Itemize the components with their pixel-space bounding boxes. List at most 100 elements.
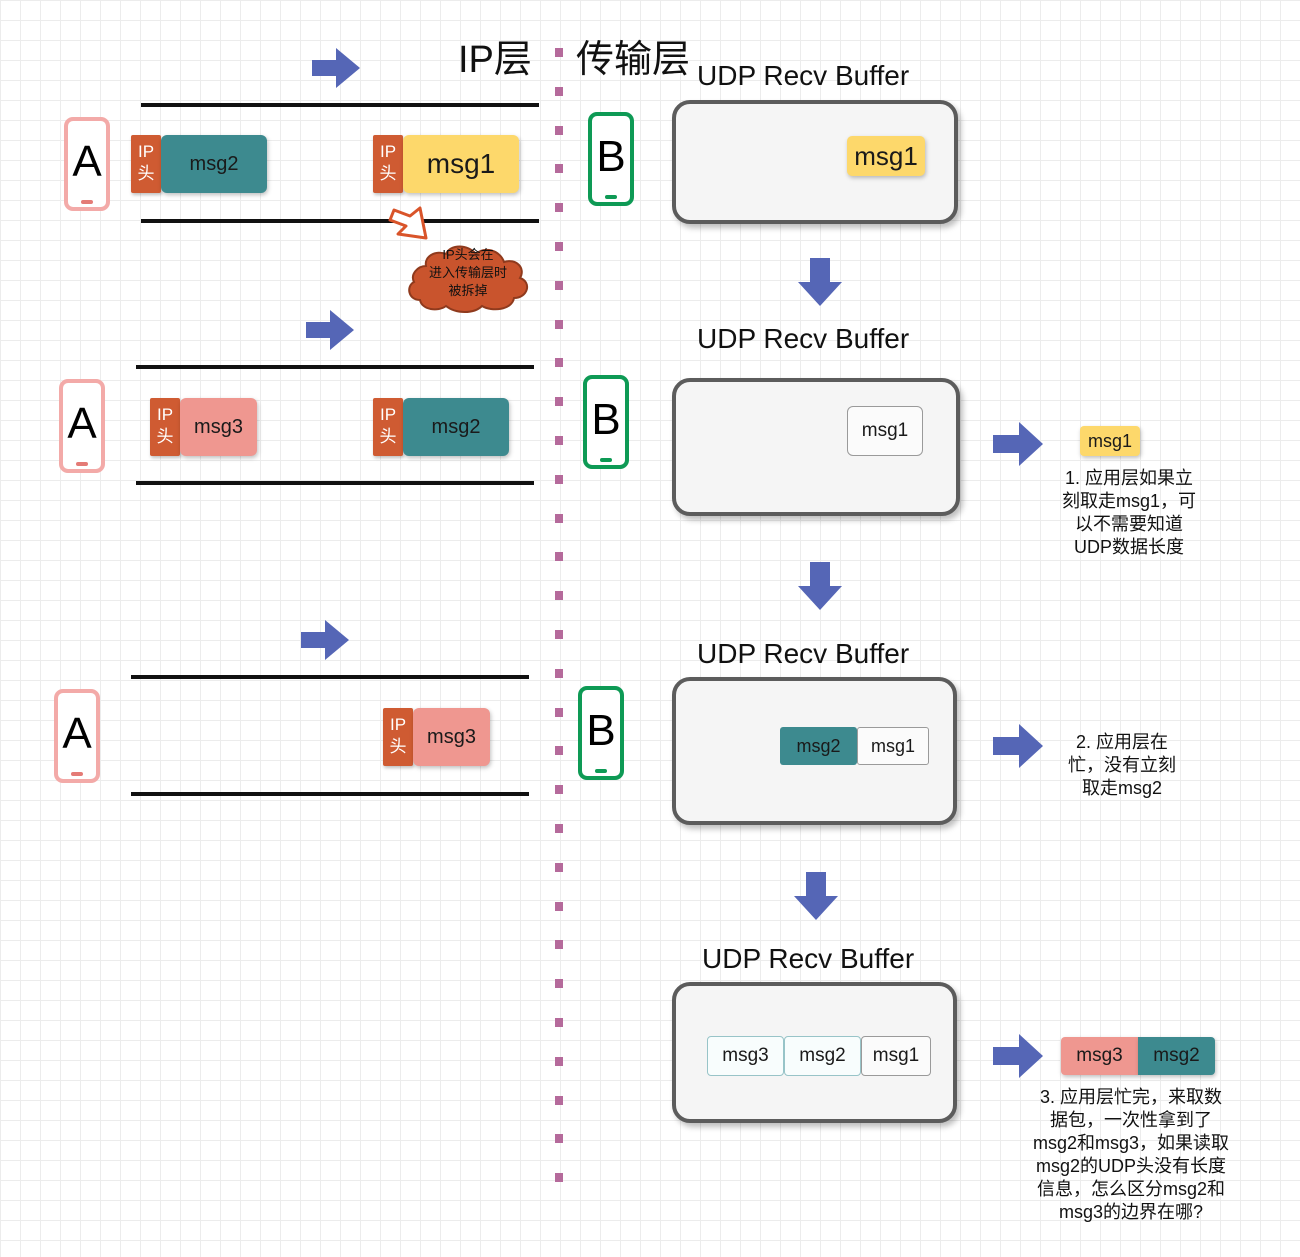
divider-dot — [555, 48, 563, 57]
packet-label: msg2 — [189, 152, 239, 175]
arrow-icon — [312, 48, 360, 88]
packet-label: msg3 — [427, 725, 476, 748]
divider-dot — [555, 203, 563, 212]
divider-dot — [555, 126, 563, 135]
host-b-label: B — [591, 395, 621, 444]
packet-msg3: msg3 — [413, 708, 490, 766]
divider-dot — [555, 514, 563, 523]
packet-msg1: msg1 — [403, 135, 519, 193]
divider-dot — [555, 902, 563, 911]
link-line-top — [141, 103, 539, 107]
arrow-down-icon — [798, 562, 842, 610]
arrow-icon — [993, 1034, 1043, 1078]
host-a-label: A — [72, 137, 102, 186]
divider-dot — [555, 1018, 563, 1027]
packet-label: msg3 — [1076, 1045, 1123, 1066]
divider-dot — [555, 630, 563, 639]
link-line-bottom — [131, 792, 529, 796]
ip-header: IP 头 — [373, 135, 403, 193]
host-a-phone: A — [59, 379, 105, 473]
link-line-bottom — [141, 219, 539, 223]
buffer-msg2: msg2 — [780, 727, 857, 765]
host-a-label: A — [62, 709, 92, 758]
divider-dot — [555, 669, 563, 678]
divider-dot — [555, 940, 563, 949]
recv-buffer-title: UDP Recv Buffer — [697, 638, 910, 669]
divider-dot — [555, 1096, 563, 1105]
ip-header: IP 头 — [131, 135, 161, 193]
divider-dot — [555, 708, 563, 717]
phone-home-button — [81, 200, 93, 204]
link-line-top — [131, 675, 529, 679]
ip-header: IP 头 — [373, 398, 403, 456]
link-line-top — [136, 365, 534, 369]
divider-dot — [555, 358, 563, 367]
ip-header: IP 头 — [150, 398, 180, 456]
packet-label: msg1 — [861, 420, 909, 441]
host-a-phone: A — [64, 117, 110, 211]
phone-home-button — [595, 769, 607, 773]
buffer-msg1: msg1 — [847, 136, 925, 176]
phone-home-button — [605, 195, 617, 199]
ip-header: IP 头 — [383, 708, 413, 766]
packet-msg2: msg2 — [403, 398, 509, 456]
cloud-note: IP头会在 进入传输层时 被拆掉 — [428, 247, 507, 298]
retrieved-msg3: msg3 — [1061, 1037, 1138, 1075]
arrow-icon — [993, 724, 1043, 768]
buffer-msg3: msg3 — [707, 1036, 784, 1076]
divider-dot — [555, 785, 563, 794]
recv-buffer-title: UDP Recv Buffer — [697, 60, 910, 91]
divider-dot — [555, 281, 563, 290]
note-2: 2. 应用层在 忙，没有立刻 取走msg2 — [1068, 732, 1176, 798]
divider-dot — [555, 436, 563, 445]
divider-dot — [555, 320, 563, 329]
recv-buffer-title: UDP Recv Buffer — [702, 943, 915, 974]
divider-dot — [555, 475, 563, 484]
divider-dot — [555, 591, 563, 600]
packet-msg2: msg2 — [161, 135, 267, 193]
divider-dot — [555, 242, 563, 251]
packet-label: msg2 — [796, 735, 841, 756]
transport-layer-title: 传输层 — [576, 39, 691, 81]
phone-home-button — [76, 462, 88, 466]
packet-label: msg1 — [870, 735, 915, 756]
note-3: 3. 应用层忙完，来取数 据包，一次性拿到了 msg2和msg3，如果读取 ms… — [1032, 1087, 1230, 1222]
divider-dot — [555, 552, 563, 561]
divider-dot — [555, 1134, 563, 1143]
link-line-bottom — [136, 481, 534, 485]
packet-label: msg3 — [194, 415, 243, 438]
buffer-msg1: msg1 — [847, 406, 923, 456]
divider-dot — [555, 979, 563, 988]
packet-label: msg1 — [854, 140, 918, 171]
arrow-icon — [301, 620, 349, 660]
buffer-msg1: msg1 — [861, 1036, 931, 1076]
arrow-down-icon — [798, 258, 842, 306]
host-b-phone: B — [588, 112, 634, 206]
arrow-icon — [306, 310, 354, 350]
packet-label: msg1 — [426, 148, 496, 179]
retrieved-msg2: msg2 — [1138, 1037, 1215, 1075]
callout-arrow-icon — [388, 206, 428, 240]
phone-home-button — [71, 772, 83, 776]
packet-label: msg1 — [1087, 430, 1132, 451]
divider-dot — [555, 746, 563, 755]
host-b-label: B — [586, 706, 616, 755]
host-b-label: B — [596, 132, 626, 181]
packet-label: msg3 — [722, 1045, 769, 1066]
divider-dot — [555, 1057, 563, 1066]
cloud-icon — [408, 245, 529, 313]
ip-layer-title: IP层 — [458, 39, 532, 81]
recv-buffer-title: UDP Recv Buffer — [697, 323, 910, 354]
host-b-phone: B — [578, 686, 624, 780]
divider-dot — [555, 397, 563, 406]
packet-msg3: msg3 — [180, 398, 257, 456]
retrieved-msg1: msg1 — [1080, 426, 1140, 456]
host-a-label: A — [67, 399, 97, 448]
packet-label: msg1 — [872, 1045, 920, 1066]
divider-dot — [555, 824, 563, 833]
host-b-phone: B — [583, 375, 629, 469]
note-1: 1. 应用层如果立 刻取走msg1，可 以不需要知道 UDP数据长度 — [1061, 468, 1196, 557]
packet-label: msg2 — [431, 415, 481, 438]
buffer-msg1: msg1 — [857, 727, 929, 765]
arrow-icon — [993, 422, 1043, 466]
